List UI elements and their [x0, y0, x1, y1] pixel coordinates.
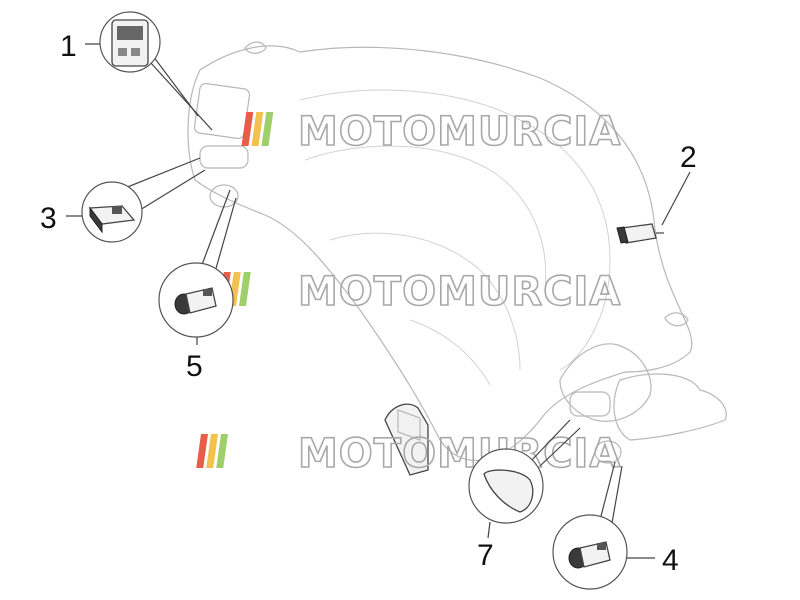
bulb-holder-part	[384, 403, 429, 476]
watermark-bottom: MOTOMURCIA	[196, 430, 621, 478]
watermark-text: MOTOMURCIA	[298, 431, 621, 477]
callout-2[interactable]: 2	[616, 141, 697, 244]
handlebar-cover-outline	[187, 41, 727, 464]
watermark-text: MOTOMURCIA	[298, 269, 621, 315]
callout-5[interactable]: 5	[158, 189, 237, 383]
callout-7[interactable]: 7	[468, 419, 581, 572]
watermark-top: MOTOMURCIA	[241, 108, 621, 156]
callout-number: 4	[662, 544, 679, 577]
watermark-middle: MOTOMURCIA	[218, 268, 621, 316]
callout-number: 7	[477, 539, 494, 572]
callout-number: 2	[680, 141, 697, 174]
callout-1[interactable]: 1	[60, 11, 213, 131]
callout-3[interactable]: 3	[40, 157, 206, 243]
callout-number: 3	[40, 202, 57, 235]
callout-4[interactable]: 4	[552, 461, 679, 590]
watermark-text: MOTOMURCIA	[298, 109, 621, 155]
callout-number: 1	[60, 30, 77, 63]
callout-number: 5	[186, 350, 203, 383]
